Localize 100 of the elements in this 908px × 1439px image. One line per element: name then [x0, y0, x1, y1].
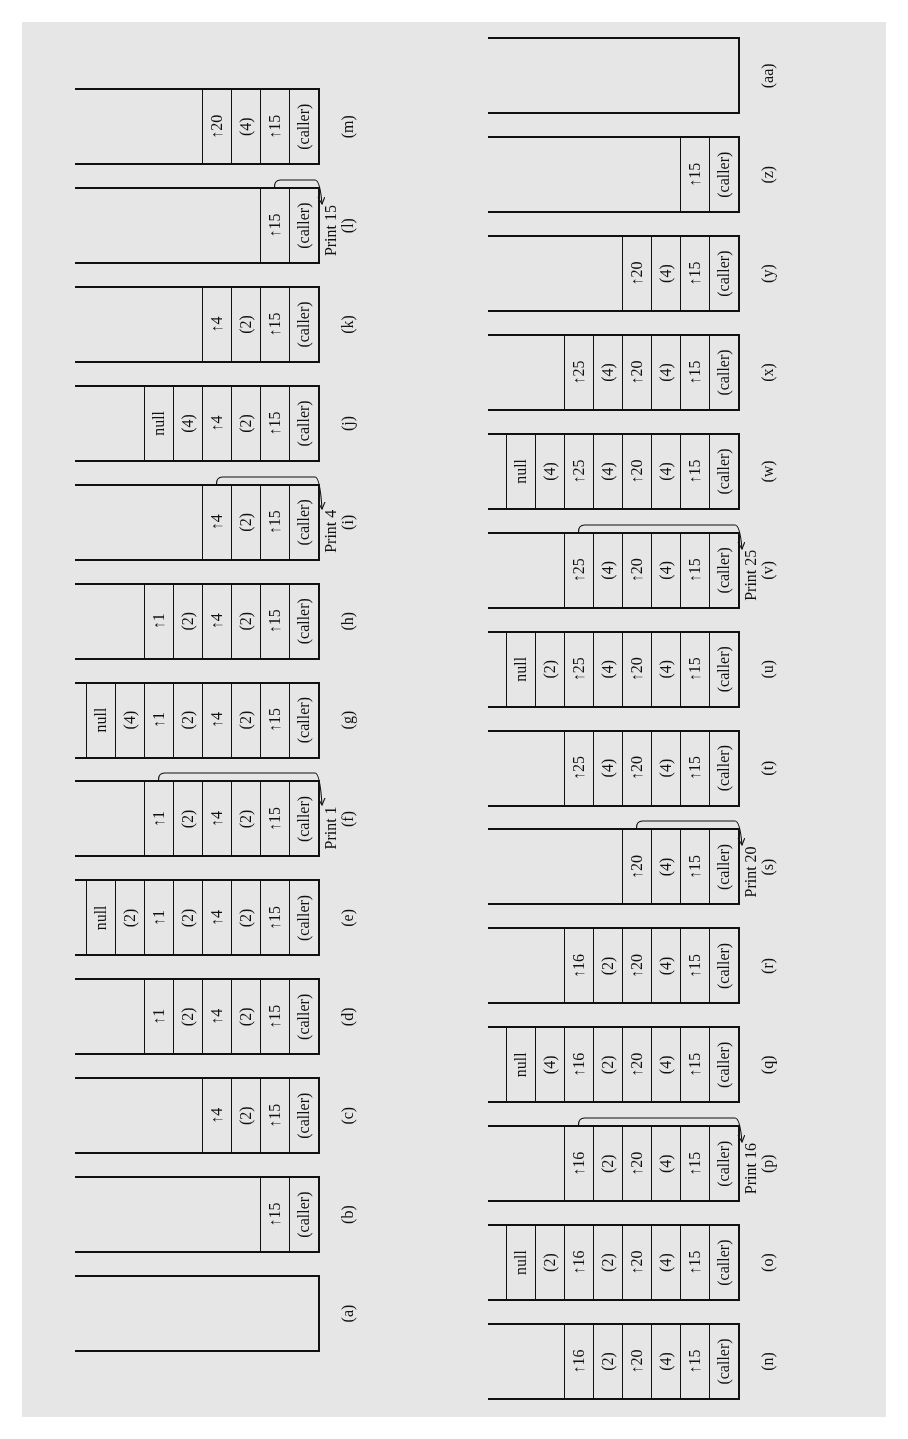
stack-entry: ↑25	[564, 632, 593, 706]
stack-entry: ↑1	[144, 980, 173, 1054]
stack-label: (q)	[759, 1054, 777, 1077]
stack-entry: ↑4	[202, 1079, 231, 1153]
stack-entry: ↑15	[680, 632, 709, 706]
stack-entry: (2)	[231, 485, 260, 559]
stack-frame	[488, 1125, 740, 1203]
stack-label: (k)	[339, 314, 357, 336]
stack-entry: ↑15	[260, 90, 289, 164]
stack-entry: ↑15	[260, 386, 289, 460]
stack-entry: (2)	[173, 782, 202, 856]
stack-entry: ↑20	[622, 1127, 651, 1201]
stack-entry: (caller)	[709, 237, 738, 311]
stack-entry: (caller)	[709, 1226, 738, 1300]
stack-frame	[488, 828, 740, 906]
output-text: Print 25	[742, 549, 759, 601]
stack-frame	[75, 384, 320, 462]
stack-label: (aa)	[759, 62, 777, 91]
stack-entry: ↑20	[202, 90, 231, 164]
stack-label: (s)	[759, 857, 777, 878]
stack-entry: ↑4	[202, 288, 231, 361]
stack-entry: (2)	[173, 584, 202, 658]
stack-entry: (4)	[651, 533, 680, 607]
stack-entry: ↑20	[622, 1226, 651, 1300]
stack-entry: ↑4	[202, 782, 231, 856]
stack-entry: ↑15	[260, 288, 289, 361]
stack-label: (j)	[339, 414, 357, 433]
stack-entry: (4)	[651, 1028, 680, 1102]
stack-entry: ↑15	[260, 683, 289, 757]
stack-frame	[488, 729, 740, 807]
stack-entry: ↑20	[622, 1028, 651, 1102]
stack-entry: (2)	[231, 1079, 260, 1153]
stack-entry: ↑15	[680, 1028, 709, 1102]
stack-frame	[488, 1323, 740, 1400]
stack-label: (y)	[759, 263, 777, 285]
stack-entry: ↑4	[202, 881, 231, 955]
stack-entry: (2)	[593, 929, 622, 1003]
stack-entry: null	[506, 632, 535, 706]
stack-entry: ↑15	[680, 533, 709, 607]
stack-frame	[488, 531, 740, 609]
stack-frame	[488, 37, 740, 115]
stack-entry: ↑4	[202, 683, 231, 757]
stack-entry: (4)	[651, 1325, 680, 1398]
stack-label: (u)	[759, 658, 777, 681]
stack-entry: ↑15	[680, 1127, 709, 1201]
stack-entry: ↑4	[202, 584, 231, 658]
stack-entry: ↑15	[680, 1325, 709, 1398]
stack-entry: (caller)	[709, 830, 738, 904]
stack-entry: ↑20	[622, 533, 651, 607]
stack-entry: (caller)	[289, 1079, 318, 1153]
stack-frame	[75, 1077, 320, 1155]
stack-entry: (caller)	[709, 434, 738, 508]
stack-entry: (2)	[173, 881, 202, 955]
stack-entry: (caller)	[289, 189, 318, 263]
stack-entry: ↑1	[144, 782, 173, 856]
stack-frame	[488, 630, 740, 708]
stack-entry: (2)	[231, 288, 260, 361]
stack-frame	[488, 235, 740, 313]
stack-entry: null	[506, 1028, 535, 1102]
stack-label: (h)	[339, 610, 357, 633]
stack-entry: (caller)	[709, 336, 738, 409]
stack-entry: (caller)	[709, 138, 738, 212]
stack-entry: (4)	[535, 1028, 564, 1102]
stack-entry: ↑20	[622, 830, 651, 904]
stack-entry: (2)	[231, 683, 260, 757]
stack-entry: ↑20	[622, 434, 651, 508]
stack-frame	[75, 88, 320, 166]
stack-entry: (caller)	[709, 1127, 738, 1201]
stack-frame	[488, 136, 740, 214]
stack-label: (d)	[339, 1006, 357, 1029]
stack-entry: (caller)	[289, 683, 318, 757]
stack-entry: (2)	[231, 782, 260, 856]
stack-entry: ↑15	[680, 237, 709, 311]
stack-entry: (4)	[651, 731, 680, 805]
stack-entry: (2)	[593, 1226, 622, 1300]
stack-entry: ↑4	[202, 980, 231, 1054]
stack-entry: ↑15	[260, 980, 289, 1054]
stack-entry: (2)	[231, 881, 260, 955]
stack-entry: ↑15	[260, 782, 289, 856]
stack-entry: ↑15	[260, 584, 289, 658]
stack-label: (i)	[339, 513, 357, 532]
stack-label: (r)	[759, 956, 777, 976]
stack-entry: ↑4	[202, 485, 231, 559]
stack-entry: ↑15	[680, 929, 709, 1003]
stack-entry: ↑1	[144, 683, 173, 757]
stack-frame	[75, 1275, 320, 1352]
stack-entry: ↑15	[680, 434, 709, 508]
stack-label: (b)	[339, 1204, 357, 1226]
stack-entry: (4)	[651, 1127, 680, 1201]
stack-entry: ↑4	[202, 386, 231, 460]
stack-entry: (4)	[593, 336, 622, 409]
stack-entry: ↑20	[622, 237, 651, 311]
stack-label: (f)	[339, 810, 357, 829]
output-text: Print 16	[742, 1143, 759, 1195]
stack-entry: ↑15	[680, 731, 709, 805]
output-text: Print 4	[322, 509, 339, 553]
stack-entry: ↑20	[622, 1325, 651, 1398]
stack-label: (g)	[339, 709, 357, 732]
stack-entry: (4)	[651, 632, 680, 706]
stack-entry: (caller)	[289, 386, 318, 460]
